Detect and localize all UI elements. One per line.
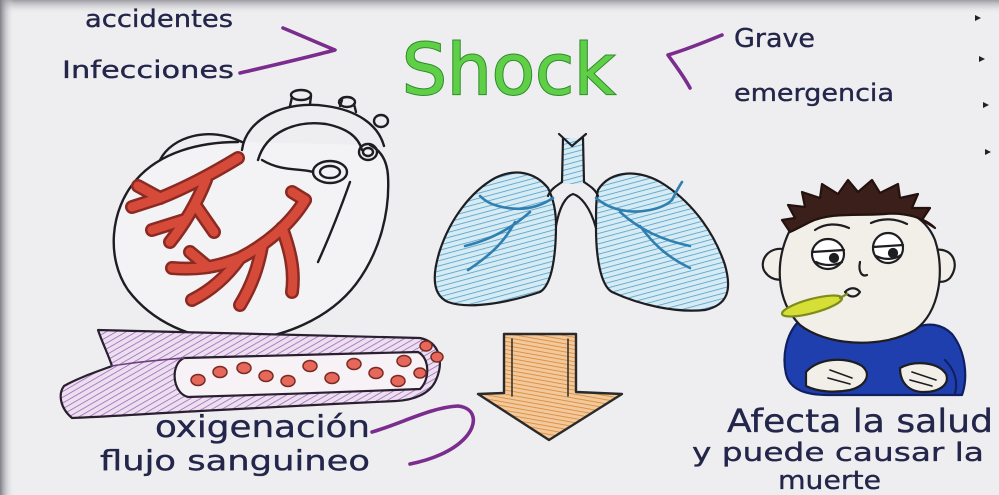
left-hand: [806, 360, 867, 392]
red-blood-cell: [369, 368, 383, 379]
right-hand: [900, 363, 947, 392]
cause-accidents-label: accidentes: [85, 5, 233, 33]
effect-oxygenation-label: oxigenación: [155, 410, 370, 445]
red-blood-cell: [325, 373, 339, 384]
consequence-line-1: Afecta la salud: [727, 402, 993, 440]
right-pupil: [889, 249, 897, 257]
effect-blood-flow-label: flujo sanguineo: [100, 444, 370, 477]
red-blood-cell: [414, 368, 426, 378]
left-edge-shadow: [0, 0, 14, 495]
red-blood-cell: [347, 359, 361, 370]
mouth: [845, 288, 860, 296]
consequence-line-3: muerte: [778, 466, 881, 495]
vessel-opening: [313, 161, 347, 183]
cause-infections-label: Infecciones: [62, 56, 234, 84]
red-blood-cell: [420, 341, 432, 351]
red-blood-cell: [303, 361, 317, 372]
red-blood-cell: [259, 371, 273, 382]
red-blood-cell: [191, 375, 205, 386]
consequence-line-2: y puede causar la: [692, 438, 984, 468]
red-blood-cell: [431, 352, 443, 362]
left-pupil: [830, 254, 838, 262]
trait-grave-label: Grave: [734, 24, 815, 54]
red-blood-cell: [237, 363, 251, 374]
red-blood-cell: [397, 356, 411, 367]
trait-emergency-label: emergencia: [734, 79, 894, 107]
red-blood-cell: [281, 376, 295, 387]
vessel-lumen: [175, 352, 428, 397]
page-title: Shock: [402, 29, 615, 111]
red-blood-cell: [213, 367, 227, 378]
red-blood-cell: [391, 376, 405, 387]
